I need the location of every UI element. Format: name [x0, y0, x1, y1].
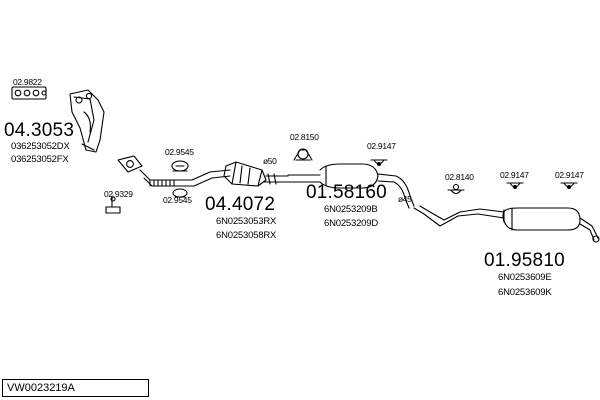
- accessory-ref: 02.9329: [104, 189, 133, 199]
- clamp-top-shape: [171, 160, 189, 172]
- exhaust-manifold-shape: [69, 89, 105, 153]
- manifold-gasket-shape: [11, 86, 47, 100]
- oem-ref: 6N0253209B: [324, 204, 378, 215]
- rear-silencer-shape: [413, 205, 600, 243]
- oem-ref: 6N0253058RX: [216, 230, 277, 241]
- pipe-diameter: ø50: [263, 156, 277, 166]
- accessory-ref: 02.9822: [13, 77, 42, 87]
- oem-ref: 6N0253209D: [324, 218, 378, 229]
- oem-ref: 6N0253609K: [498, 287, 552, 298]
- oem-ref: 036253052FX: [11, 154, 69, 165]
- oem-ref: 6N0253609E: [498, 272, 552, 283]
- accessory-ref: 02.8150: [290, 132, 319, 142]
- rubber-hanger-a-shape: [293, 148, 313, 161]
- oem-ref: 036253052DX: [11, 141, 70, 152]
- middle-silencer-shape: [287, 163, 415, 209]
- hanger-8140-shape: [447, 183, 465, 195]
- hanger-middle-dot: [377, 162, 381, 166]
- accessory-ref: 02.9147: [367, 141, 396, 151]
- hanger-right-b-dot: [567, 185, 571, 189]
- part-number-01-95810: 01.95810: [484, 250, 565, 271]
- accessory-ref: 02.8140: [445, 172, 474, 182]
- oem-ref: 6N0253053RX: [216, 216, 277, 227]
- diagram-code-box: VW0023219A: [2, 379, 149, 397]
- diagram-code: VW0023219A: [7, 382, 75, 394]
- catalytic-converter-shape: [223, 161, 289, 187]
- front-pipe-shape: [139, 169, 231, 187]
- hanger-right-a-dot: [513, 185, 517, 189]
- part-number-04-3053: 04.3053: [4, 120, 75, 141]
- part-number-01-58160: 01.58160: [306, 182, 387, 203]
- accessory-ref: 02.9147: [555, 170, 584, 180]
- accessory-ref: 02.9147: [500, 170, 529, 180]
- part-number-04-4072: 04.4072: [205, 194, 276, 215]
- clamp-lower-shape: [172, 188, 188, 198]
- pipe-diameter: ø45: [398, 194, 412, 204]
- accessory-ref: 02.9545: [163, 195, 192, 205]
- bracket-shape: [105, 195, 121, 214]
- front-flange-shape: [117, 155, 143, 173]
- accessory-ref: 02.9545: [165, 147, 194, 157]
